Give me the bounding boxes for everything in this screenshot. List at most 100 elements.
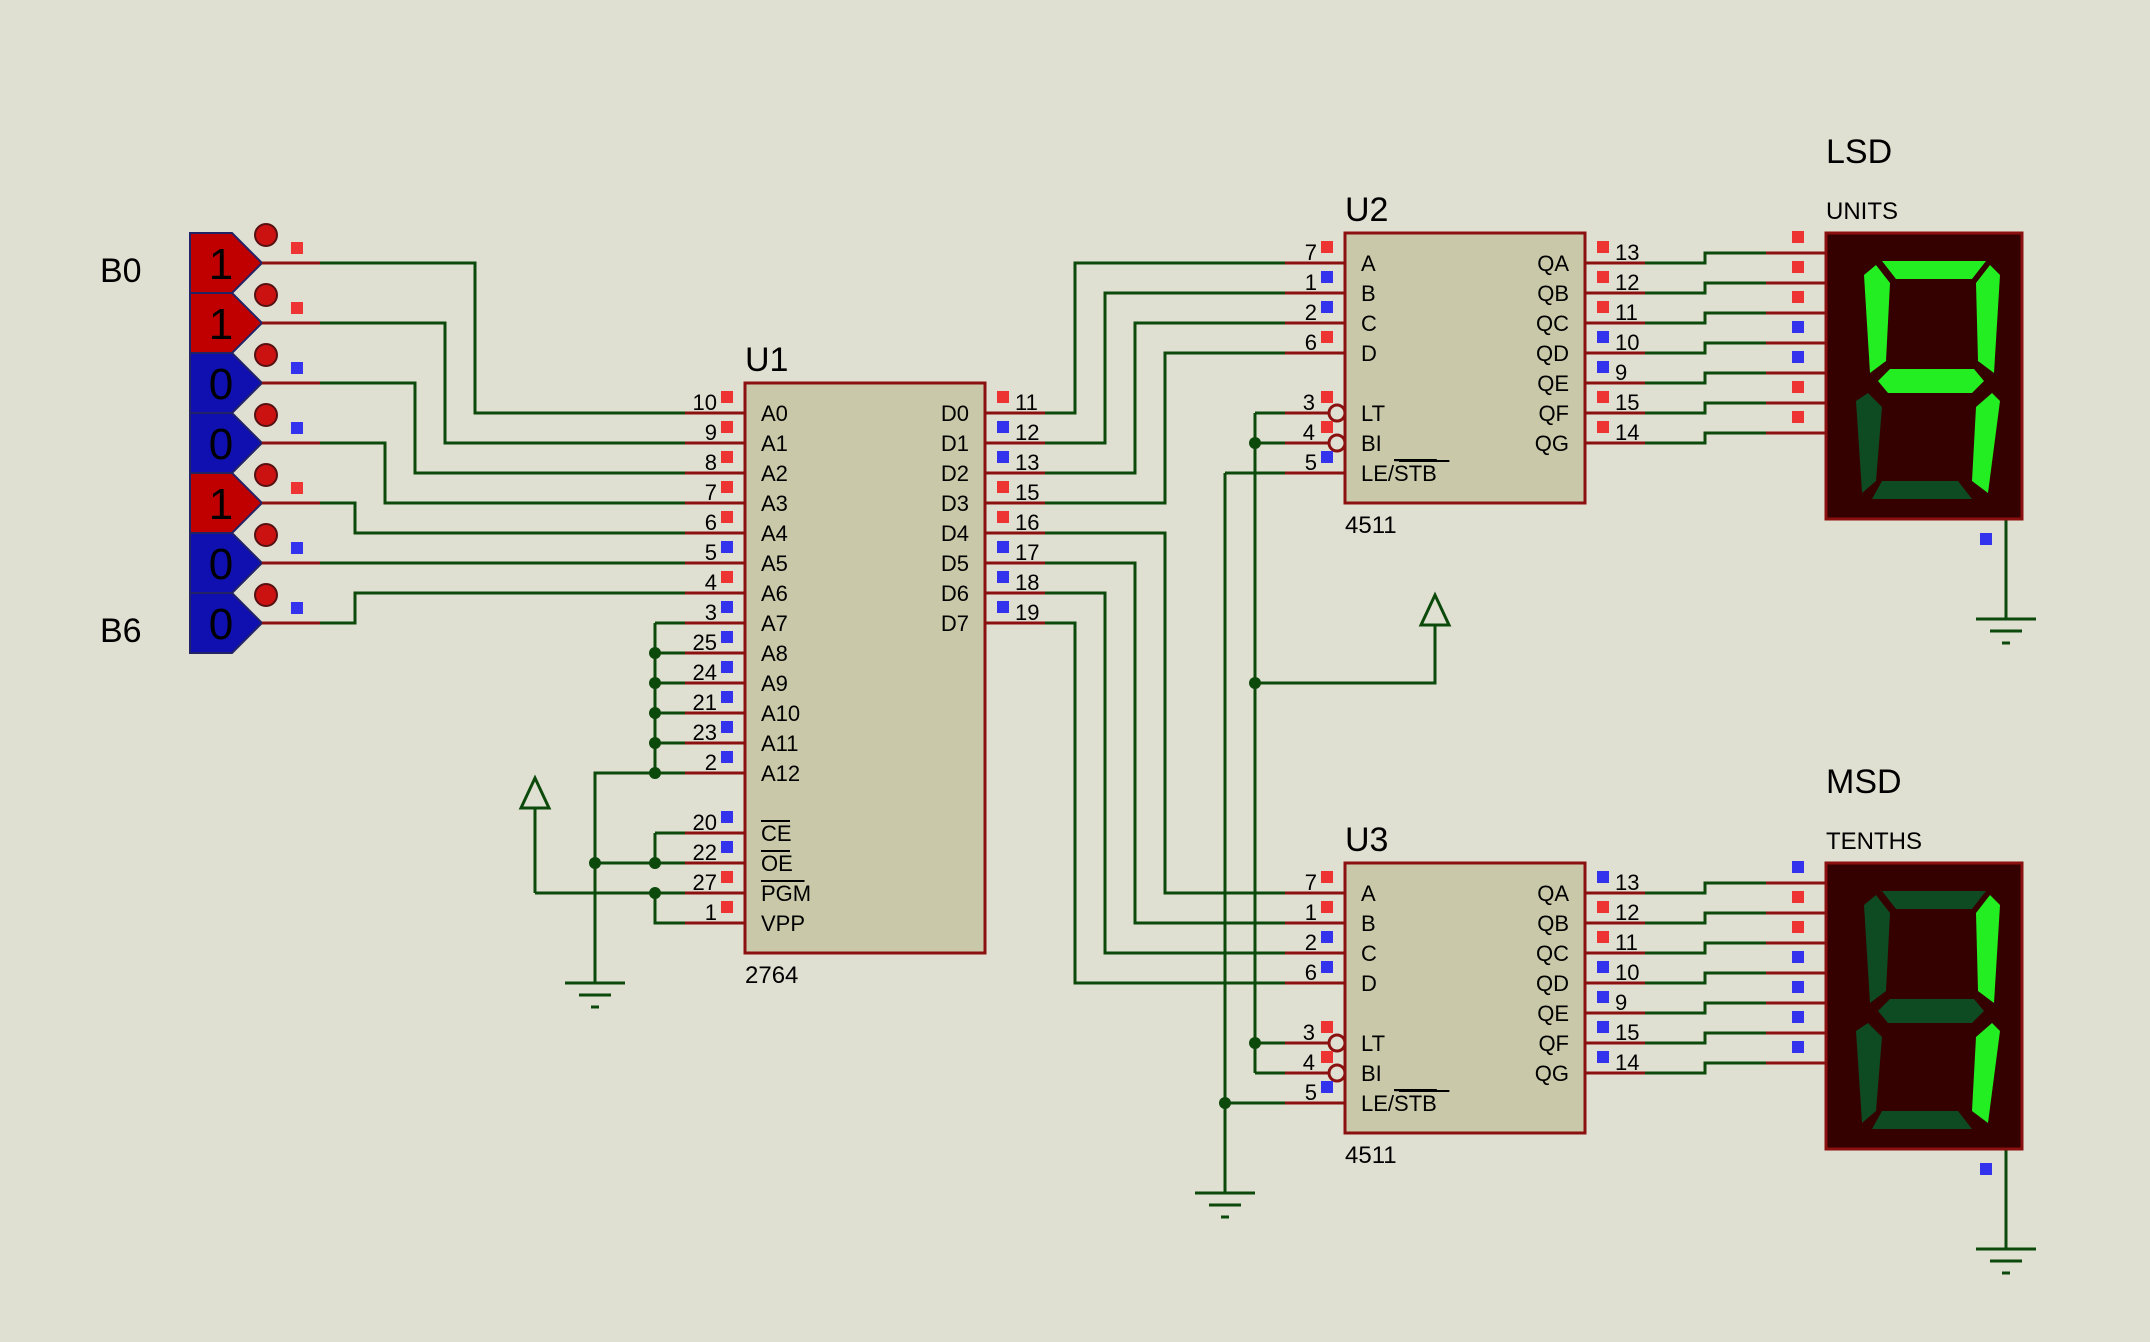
pin-number: 14 xyxy=(1615,1050,1639,1075)
logic-state-value: 1 xyxy=(209,240,233,289)
pin-number: 4 xyxy=(1303,1050,1315,1075)
logic-state-value: 0 xyxy=(209,360,233,409)
toggle-knob-icon[interactable] xyxy=(254,343,278,367)
u3-out-3 xyxy=(1645,971,1766,985)
logic-state-input-2[interactable]: 0 xyxy=(189,343,320,414)
pin-state-marker xyxy=(997,481,1009,493)
pin-state-marker xyxy=(1597,991,1609,1003)
pin-number: 6 xyxy=(1305,960,1317,985)
pin-number: 5 xyxy=(705,540,717,565)
pin-label: D1 xyxy=(941,431,969,456)
pin-number: 8 xyxy=(705,450,717,475)
logic-state-body[interactable] xyxy=(189,232,264,294)
pin-number: 10 xyxy=(1615,960,1639,985)
pin-label: C xyxy=(1361,941,1377,966)
logic-state-body[interactable] xyxy=(189,592,264,654)
pin-number: 5 xyxy=(1305,1080,1317,1105)
u2-out-1 xyxy=(1645,281,1766,295)
junction-dot xyxy=(589,857,601,869)
toggle-knob-icon[interactable] xyxy=(254,403,278,427)
pin-state-marker xyxy=(1321,241,1333,253)
toggle-knob-icon[interactable] xyxy=(254,523,278,547)
logic-state-body[interactable] xyxy=(189,352,264,414)
pin-label: LE/STB xyxy=(1361,461,1437,486)
pin-number: 11 xyxy=(1615,300,1638,325)
pin-state-marker xyxy=(721,841,733,853)
pin-state-marker xyxy=(1792,291,1804,303)
logic-state-input-3[interactable]: 0 xyxy=(189,403,320,474)
inversion-bubble xyxy=(1327,1063,1347,1083)
logic-state-input-5[interactable]: 0 xyxy=(189,523,320,594)
pin-label: B xyxy=(1361,281,1376,306)
pin-state-marker xyxy=(1792,951,1804,963)
pin-label: QA xyxy=(1537,251,1569,276)
wire-d3 xyxy=(1045,351,1285,505)
logic-state-input-6[interactable]: 0 xyxy=(189,583,320,654)
pin-state-marker xyxy=(1321,331,1333,343)
chip-body[interactable] xyxy=(743,381,987,955)
display-subtitle: TENTHS xyxy=(1826,828,1922,855)
toggle-knob-icon[interactable] xyxy=(254,463,278,487)
logic-state-input-0[interactable]: 1 xyxy=(189,223,320,294)
logic-state-input-4[interactable]: 1 xyxy=(189,463,320,534)
logic-state-body[interactable] xyxy=(189,292,264,354)
pin-number: 4 xyxy=(1303,420,1315,445)
pin-state-marker xyxy=(1597,871,1609,883)
logic-state-value: 0 xyxy=(209,600,233,649)
logic-state-input-1[interactable]: 1 xyxy=(189,283,320,354)
chip-body[interactable] xyxy=(1343,231,1587,505)
pin-number: 3 xyxy=(1303,1020,1315,1045)
junction-dot xyxy=(1219,1097,1231,1109)
pin-label: LT xyxy=(1361,1031,1385,1056)
u3-out-6 xyxy=(1645,1061,1766,1075)
pin-number: 10 xyxy=(1615,330,1639,355)
segment-b xyxy=(1976,895,2000,1003)
pin-number: 15 xyxy=(1015,480,1039,505)
segment-f xyxy=(1864,895,1890,1003)
logic-state-marker xyxy=(291,422,303,434)
segment-c xyxy=(1972,1023,2000,1123)
pin-number: 14 xyxy=(1615,420,1639,445)
wire-b2 xyxy=(320,381,685,475)
pin-label: QE xyxy=(1537,1001,1569,1026)
pin-state-marker xyxy=(997,541,1009,553)
toggle-knob-icon[interactable] xyxy=(254,583,278,607)
inversion-bubble xyxy=(1327,433,1347,453)
pin-label: QC xyxy=(1536,941,1569,966)
logic-state-body[interactable] xyxy=(189,472,264,534)
pin-state-marker xyxy=(1597,331,1609,343)
segment-a xyxy=(1882,261,1986,279)
pin-state-marker xyxy=(1321,901,1333,913)
pin-number: 9 xyxy=(1615,360,1627,385)
pin-state-marker xyxy=(1597,1021,1609,1033)
u2-out-4 xyxy=(1645,371,1766,385)
pin-state-marker xyxy=(1792,261,1804,273)
segment-e xyxy=(1856,1023,1882,1123)
logic-state-value: 1 xyxy=(209,480,233,529)
pin-state-marker xyxy=(1321,301,1333,313)
pin-state-marker xyxy=(721,481,733,493)
pin-number: 2 xyxy=(1305,300,1317,325)
pin-state-marker xyxy=(997,421,1009,433)
toggle-knob-icon[interactable] xyxy=(254,283,278,307)
toggle-knob-icon[interactable] xyxy=(254,223,278,247)
logic-state-body[interactable] xyxy=(189,532,264,594)
pin-state-marker xyxy=(1321,391,1333,403)
pin-state-marker xyxy=(1321,871,1333,883)
chip-part: 2764 xyxy=(745,962,798,989)
pin-number: 19 xyxy=(1015,600,1039,625)
u2-out-3 xyxy=(1645,341,1766,355)
pin-number: 21 xyxy=(693,690,717,715)
segment-a xyxy=(1882,891,1986,909)
logic-state-body[interactable] xyxy=(189,412,264,474)
wire-d2 xyxy=(1045,321,1285,475)
pin-number: 24 xyxy=(693,660,717,685)
wire-d7 xyxy=(1045,621,1285,985)
chip-body[interactable] xyxy=(1343,861,1587,1135)
